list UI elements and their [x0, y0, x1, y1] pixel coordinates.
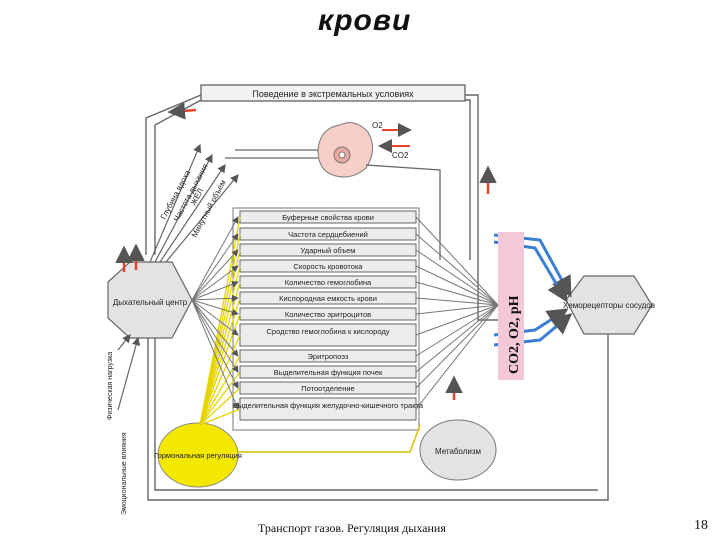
center-item-label: Потоотделение	[301, 384, 354, 393]
center-item-label: Выделительная функция желудочно-кишечног…	[233, 401, 424, 410]
resp-center-link-line	[191, 265, 239, 301]
resp-center-link-line	[191, 299, 239, 373]
chemoreceptors-node	[565, 275, 653, 335]
chemoreceptor-link-line	[415, 281, 499, 306]
chemoreceptor-link-line	[415, 304, 499, 373]
hormonal-fan-line	[199, 249, 241, 426]
hormonal-fan-line	[199, 371, 241, 426]
gas-label-box	[498, 232, 524, 380]
chemoreceptors-label: Хеморецепторы сосудов	[563, 301, 655, 310]
center-item-label: Сродство гемоглобина к кислороду	[267, 327, 390, 336]
outer-feedback-lines	[145, 94, 609, 501]
lung-co2-label: CO2	[392, 151, 409, 160]
hormonal-regulation-label: Гормональная регуляция	[154, 451, 242, 460]
chemoreceptor-link-line	[415, 304, 499, 389]
center-item-label: Буферные свойства крови	[282, 213, 374, 222]
center-item-label: Ударный объем	[301, 246, 356, 255]
resp-center-link-line	[191, 299, 239, 357]
page-number: 18	[694, 518, 708, 533]
chemoreceptor-link-line	[415, 216, 499, 306]
resp-center-link-line	[191, 280, 239, 301]
lung-o2-label: O2	[372, 121, 383, 130]
slide-title: крови	[318, 4, 412, 37]
left-input-arrows	[117, 334, 141, 411]
chemoreceptor-link-line	[415, 304, 499, 357]
slide-footer: Транспорт газов. Регуляция дыхания	[258, 521, 446, 535]
center-item-label: Скорость кровотока	[293, 262, 363, 271]
hormonal-fan-line	[199, 265, 241, 426]
left-label-physical: Физическая нагрузка	[107, 352, 114, 420]
center-item-label: Кислородная емкость крови	[279, 294, 377, 303]
hormonal-fan-line	[199, 408, 241, 426]
metabolism-node	[419, 419, 497, 481]
resp-center-link-line	[191, 294, 239, 302]
gas-label: CO2, O2, pH	[507, 295, 522, 374]
resp-center-link-line	[191, 233, 239, 301]
center-item-label: Количество эритроцитов	[285, 310, 371, 319]
resp-center-link-line	[191, 249, 239, 301]
resp-center-link-line	[191, 299, 239, 336]
left-label-emotional: Эмоциональные влияния	[121, 432, 128, 515]
hormonal-fan-line	[199, 297, 241, 426]
resp-center-link-line	[191, 299, 239, 410]
center-item-label: Количество гемоглобина	[285, 278, 372, 287]
extreme-conditions-box	[200, 84, 466, 102]
chemoreceptor-link-line	[415, 265, 499, 306]
hormonal-regulation-node	[157, 422, 239, 488]
chemoreceptor-link-line	[415, 304, 499, 336]
center-item-label: Эритропоэз	[308, 352, 350, 361]
resp-center-link-line	[191, 299, 239, 316]
chemoreceptor-link-line	[415, 249, 499, 306]
chemoreceptor-link-line	[415, 233, 499, 306]
lung-lines	[225, 149, 441, 260]
lung-icon	[317, 122, 373, 178]
respiratory-center-label: Дыхательный центр	[113, 298, 188, 307]
chemoreceptor-link-line	[415, 304, 499, 315]
chemoreceptor-link-line	[415, 304, 499, 410]
center-to-chemoreceptor-lines	[191, 216, 499, 410]
resp-center-link-line	[191, 216, 239, 301]
center-item-label: Частота сердцебиений	[288, 230, 368, 239]
metabolism-yellow-link	[238, 424, 421, 453]
metabolism-label: Метаболизм	[435, 447, 481, 456]
chemoreceptor-link-line	[415, 297, 499, 306]
resp-param-arrows	[149, 143, 239, 263]
red-arrows	[115, 102, 497, 400]
resp-center-link-line	[191, 299, 239, 389]
hormonal-fan-line	[199, 387, 241, 426]
center-item-label: Выделительная функция почек	[274, 368, 383, 377]
extreme-conditions-label: Поведение в экстремальных условиях	[252, 89, 414, 99]
